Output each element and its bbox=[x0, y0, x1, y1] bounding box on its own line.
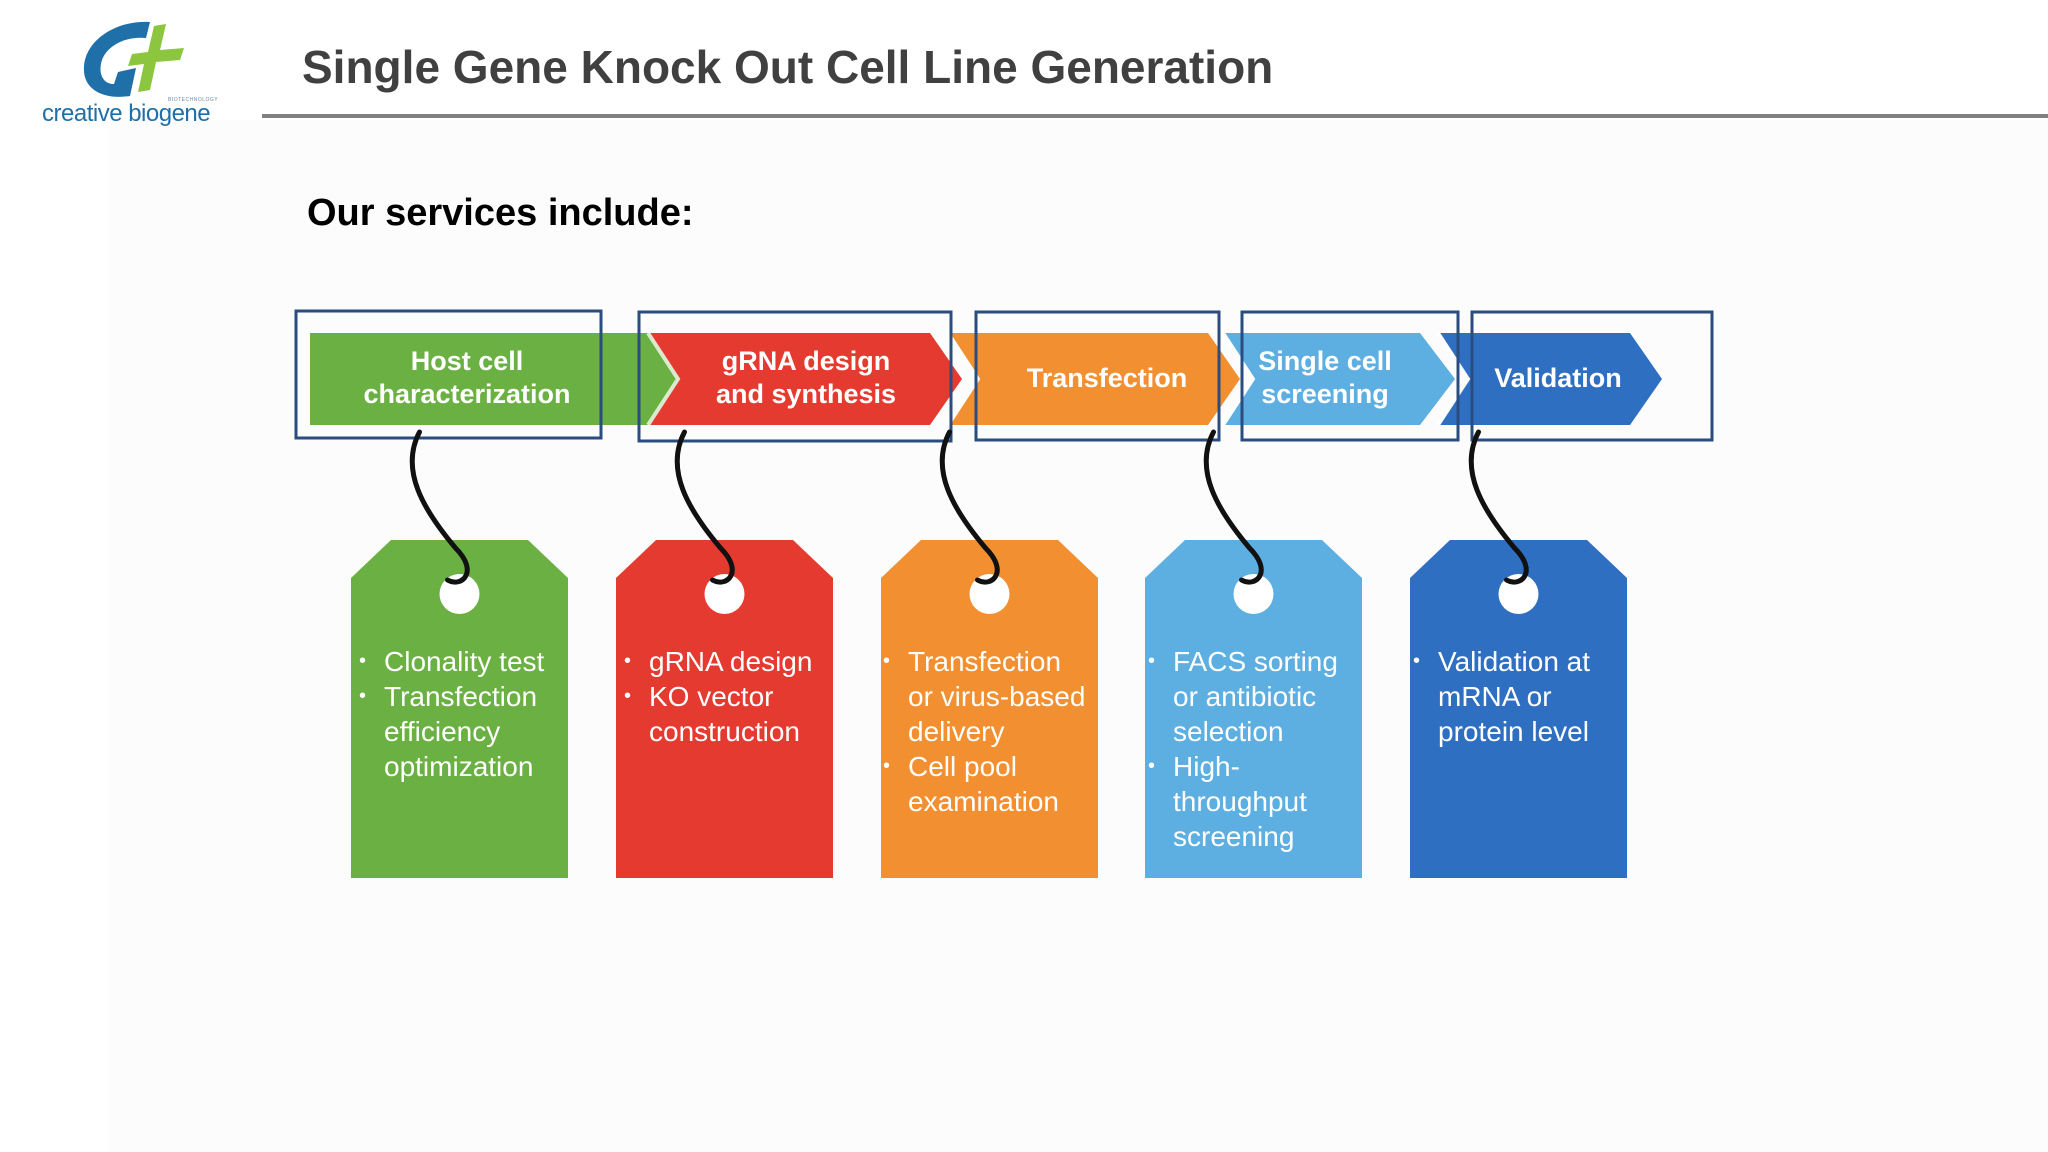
bullet-icon: • bbox=[883, 755, 891, 777]
bullet-icon: • bbox=[1413, 650, 1421, 672]
step-label-line: screening bbox=[1261, 379, 1389, 409]
tag-hole-host-cell bbox=[439, 574, 480, 614]
step-arrow-single-cell bbox=[1225, 333, 1455, 425]
tag-bullets-grna-design: • gRNA design • KO vector construction bbox=[621, 644, 812, 749]
step-chevron-edge-validation bbox=[1436, 331, 1471, 427]
step-label-validation: Validation bbox=[1408, 362, 1708, 395]
tag-bullet-line: selection bbox=[1173, 716, 1284, 747]
tag-hole-transfection bbox=[969, 574, 1010, 614]
tag-bullet-line: examination bbox=[908, 786, 1059, 817]
logo-mark bbox=[83, 21, 184, 97]
tag-bullet-line: FACS sorting bbox=[1173, 646, 1338, 677]
bullet-icon: • bbox=[624, 650, 632, 672]
bullet-icon: • bbox=[883, 650, 891, 672]
page-title: Single Gene Knock Out Cell Line Generati… bbox=[302, 41, 1274, 93]
logo-tagline: BIOTECHNOLOGY bbox=[168, 97, 219, 103]
tag-bullet-line: or antibiotic bbox=[1173, 681, 1317, 712]
tag-host-cell bbox=[351, 540, 568, 878]
tag-hole-validation bbox=[1498, 574, 1539, 614]
step-label-line: Host cell bbox=[410, 346, 524, 376]
step-highlight-box-validation bbox=[1470, 310, 1714, 442]
tag-bullet-line: or virus-based bbox=[908, 681, 1086, 712]
tag-bullet-line: Transfection bbox=[384, 681, 538, 712]
tag-bullets-transfection: • Transfection or virus-based delivery • Cell… bbox=[880, 644, 1085, 819]
tag-bullet-line: protein level bbox=[1438, 716, 1589, 747]
bullet-icon: • bbox=[359, 685, 367, 707]
tag-bullet-item: • Transfection or virus-based delivery bbox=[880, 644, 1085, 749]
step-highlight-box-host-cell bbox=[294, 309, 603, 440]
step-arrow-host-cell bbox=[310, 333, 690, 425]
tag-bullet-line: delivery bbox=[908, 716, 1005, 747]
logo-text: creative biogene bbox=[42, 100, 211, 127]
step-arrow-validation bbox=[1440, 333, 1662, 425]
tag-bullet-line: throughput bbox=[1173, 786, 1307, 817]
bullet-icon: • bbox=[359, 650, 367, 672]
tag-bullets-host-cell: • Clonality test • Transfection efficiency op… bbox=[356, 644, 544, 784]
step-label-line: Single cell bbox=[1258, 346, 1392, 376]
tag-single-cell bbox=[1145, 540, 1362, 878]
step-label-line: characterization bbox=[363, 379, 571, 409]
step-label-transfection: Transfection bbox=[957, 362, 1257, 395]
bullet-icon: • bbox=[1148, 650, 1156, 672]
bullet-icon: • bbox=[1148, 755, 1156, 777]
step-chevron-edge-transfection bbox=[946, 331, 981, 427]
tag-bullet-item: • Cell pool examination bbox=[880, 749, 1085, 819]
tag-validation bbox=[1410, 540, 1627, 878]
tag-bullet-item: • FACS sorting or antibiotic selection bbox=[1145, 644, 1338, 749]
title-divider bbox=[262, 114, 2048, 118]
tag-bullet-line: KO vector bbox=[649, 681, 774, 712]
tag-bullet-item: • High-throughput screening bbox=[1145, 749, 1338, 854]
tag-bullet-item: • Clonality test bbox=[356, 644, 544, 679]
tag-bullet-line: optimization bbox=[384, 751, 534, 782]
tag-string-validation bbox=[1468, 429, 1529, 585]
step-arrow-transfection bbox=[950, 333, 1240, 425]
tag-string-single-cell bbox=[1203, 429, 1264, 585]
step-chevron-edge-single-cell bbox=[1221, 331, 1256, 427]
bullet-icon: • bbox=[624, 685, 632, 707]
tag-bullet-item: • KO vector construction bbox=[621, 679, 812, 749]
tag-bullet-item: • Transfection efficiency optimization bbox=[356, 679, 544, 784]
step-chevron-edge-grna-design bbox=[646, 331, 681, 427]
step-label-line: Validation bbox=[1494, 362, 1622, 393]
tag-bullet-line: mRNA or bbox=[1438, 681, 1552, 712]
step-label-line: and synthesis bbox=[715, 379, 897, 409]
tag-string-grna-design bbox=[674, 429, 735, 585]
tag-bullets-validation: • Validation at mRNA or protein level bbox=[1410, 644, 1590, 749]
tag-bullet-item: • gRNA design bbox=[621, 644, 812, 679]
tag-string-transfection bbox=[939, 429, 1000, 585]
tag-bullet-line: screening bbox=[1173, 821, 1295, 852]
tag-bullets-single-cell: • FACS sorting or antibiotic selection • High… bbox=[1145, 644, 1338, 854]
services-heading: Our services include: bbox=[307, 192, 694, 234]
step-highlight-box-single-cell bbox=[1240, 310, 1460, 442]
tag-bullet-item: • Validation at mRNA or protein level bbox=[1410, 644, 1590, 749]
tag-bullet-line: gRNA design bbox=[649, 646, 813, 677]
tag-bullet-line: Cell pool bbox=[908, 751, 1017, 782]
step-arrow-grna-design bbox=[650, 333, 962, 425]
tag-hole-grna-design bbox=[704, 574, 745, 614]
tag-string-host-cell bbox=[409, 429, 470, 585]
tag-hole-single-cell bbox=[1233, 574, 1274, 614]
step-highlight-box-transfection bbox=[974, 310, 1221, 442]
tag-grna-design bbox=[616, 540, 833, 878]
step-highlight-box-grna-design bbox=[637, 310, 953, 443]
tag-bullet-line: construction bbox=[649, 716, 800, 747]
tag-bullet-line: efficiency bbox=[384, 716, 501, 747]
tag-bullet-line: Validation at bbox=[1438, 646, 1591, 677]
tag-transfection bbox=[881, 540, 1098, 878]
step-label-line: gRNA design bbox=[721, 346, 891, 376]
tag-bullet-line: High- bbox=[1173, 751, 1240, 782]
tag-bullet-line: Transfection bbox=[908, 646, 1062, 677]
tag-bullet-line: Clonality test bbox=[384, 646, 545, 677]
step-label-line: Transfection bbox=[1026, 362, 1188, 393]
